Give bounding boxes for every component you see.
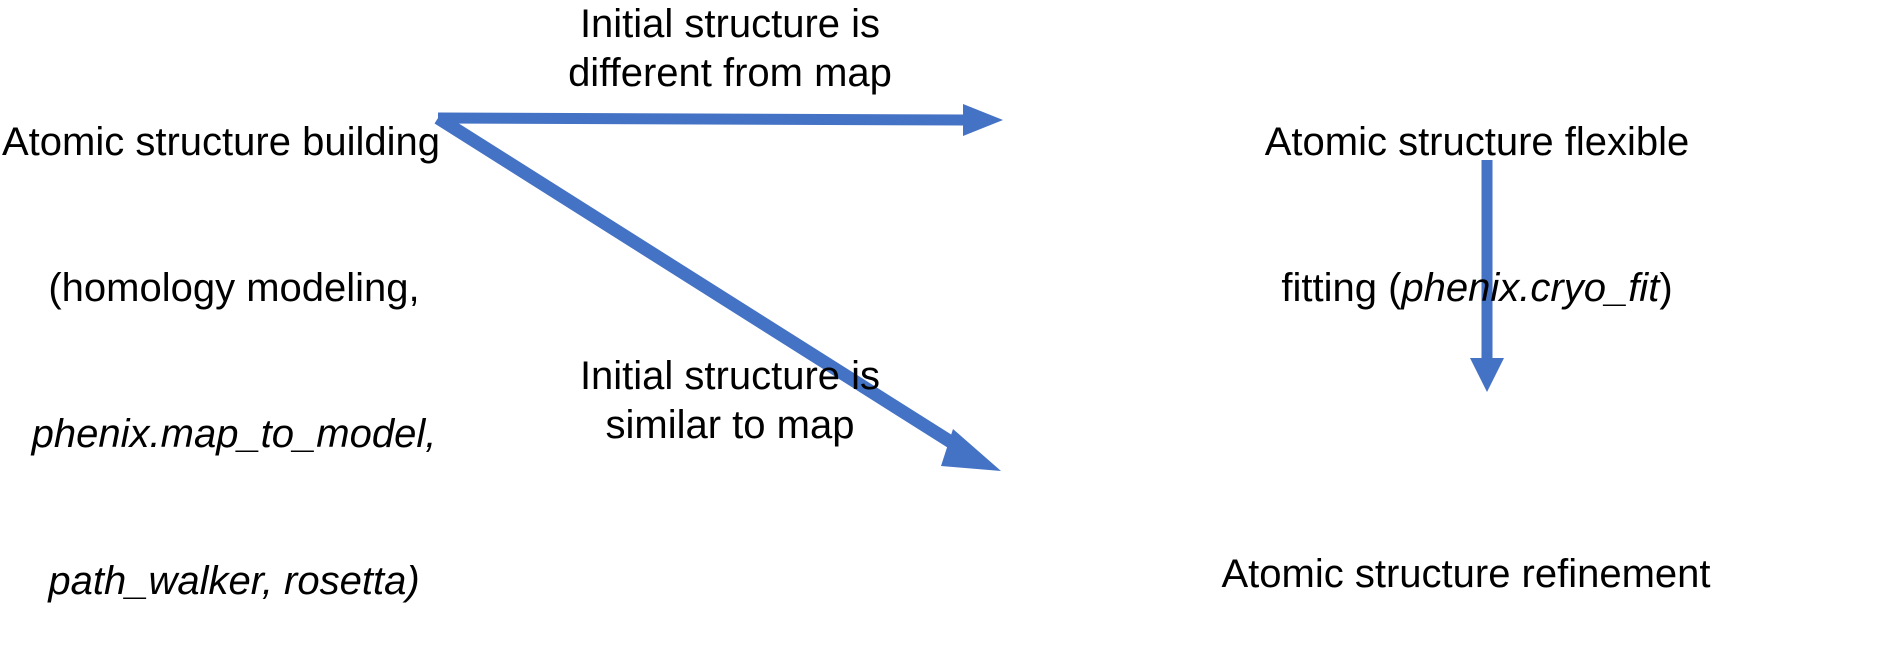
node-flexible-fitting-line-2-tail: ) xyxy=(1659,265,1673,310)
node-atomic-structure-refinement: Atomic structure refinement (phenix.real… xyxy=(1052,452,1880,662)
edge-label-is-different-from-map: Initial structure is different from map xyxy=(540,0,920,98)
node-flexible-fitting-line-1: Atomic structure flexible xyxy=(1264,119,1690,164)
edge-label-similar-line-1: Initial structure xyxy=(579,354,841,398)
node-building-line-2: (homology modeling, xyxy=(48,265,420,310)
edge-label-is-similar-to-map: Initial structure is similar to map xyxy=(540,352,920,450)
edge-label-different-line-1: Initial structure xyxy=(579,2,841,46)
arrow-shaft xyxy=(437,112,966,126)
arrow-head xyxy=(941,429,1001,471)
node-building-line-4: path_walker, rosetta) xyxy=(48,558,420,603)
node-building-line-1: Atomic structure building xyxy=(2,119,440,164)
edge-label-similar-line-2: is similar to map xyxy=(605,354,881,447)
node-atomic-structure-building: Atomic structure building (homology mode… xyxy=(2,20,464,662)
arrow-building-to-flexible-fitting xyxy=(437,104,1003,136)
node-refinement-line-1: Atomic structure refinement xyxy=(1221,551,1711,596)
node-atomic-structure-flexible-fitting: Atomic structure flexible fitting (pheni… xyxy=(1082,20,1872,410)
node-flexible-fitting-command: phenix.cryo_fit xyxy=(1401,265,1660,310)
edge-label-different-line-2: is different from map xyxy=(568,2,892,95)
node-flexible-fitting-line-2-plain: fitting ( xyxy=(1281,265,1402,310)
node-flexible-fitting-line-2: fitting (phenix.cryo_fit) xyxy=(1082,264,1872,313)
node-building-line-3: phenix.map_to_model, xyxy=(31,412,437,457)
arrow-head xyxy=(963,104,1003,136)
